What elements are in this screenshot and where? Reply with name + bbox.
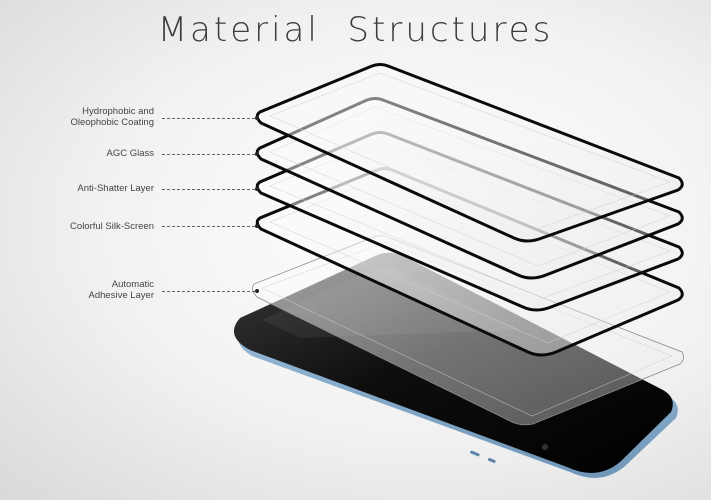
leader-dot (255, 116, 259, 120)
label-anti-shatter-layer: Anti-Shatter Layer (77, 183, 154, 194)
camera-icon (542, 444, 548, 450)
leader-dot (255, 289, 259, 293)
leader-line (162, 291, 255, 292)
label-automatic-adhesive-layer: Automatic Adhesive Layer (88, 279, 154, 301)
page-title: Material Structures (157, 10, 554, 50)
side-button (470, 450, 480, 457)
leader-dot (255, 152, 259, 156)
leader-line (162, 189, 255, 190)
label-hydrophobic-oleophobic-coating: Hydrophobic and Oleophobic Coating (70, 106, 154, 128)
leader-dot (255, 187, 259, 191)
side-button (487, 458, 496, 463)
label-colorful-silk-screen: Colorful Silk-Screen (70, 221, 154, 232)
leader-line (162, 226, 255, 227)
label-agc-glass: AGC Glass (106, 148, 154, 159)
coating-layer-shape (255, 63, 684, 243)
leader-dot (255, 224, 259, 228)
leader-line (162, 154, 255, 155)
leader-line (162, 118, 255, 119)
